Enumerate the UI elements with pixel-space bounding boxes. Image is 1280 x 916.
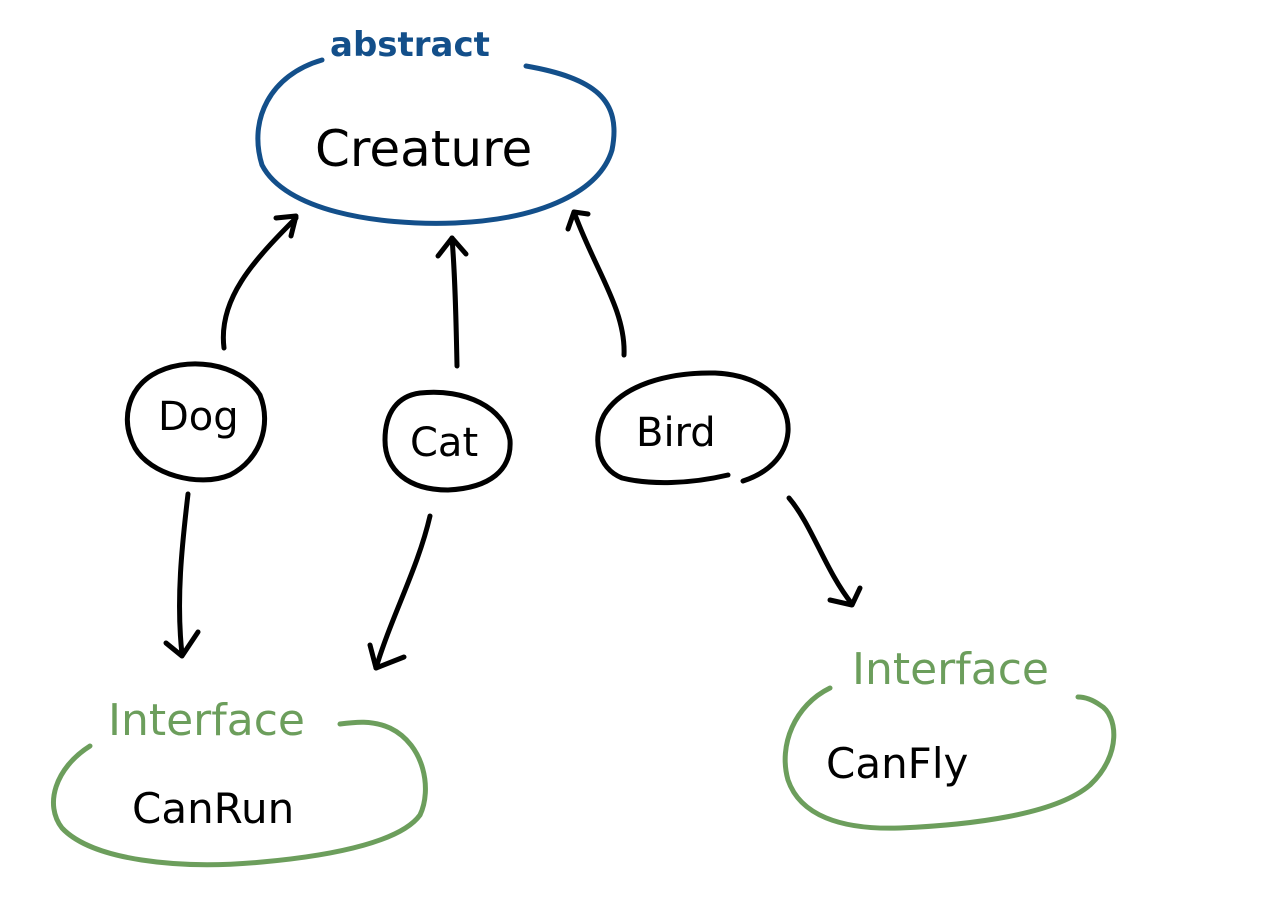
dog-node: Dog — [125, 361, 268, 483]
arrowhead-icon — [163, 629, 201, 659]
dog-label: Dog — [158, 394, 239, 440]
edge-cat-creature-line — [449, 235, 460, 369]
edge-dog-canrun — [163, 491, 201, 659]
edge-bird-creature — [565, 209, 627, 358]
canrun-label: CanRun — [132, 784, 294, 833]
edge-cat-creature — [435, 235, 469, 369]
edge-dog-creature — [220, 213, 299, 351]
edge-dog-creature-line — [220, 215, 299, 351]
bird-outline — [595, 370, 791, 486]
edge-bird-canfly-line — [786, 495, 855, 607]
canrun-interface-tag: Interface — [108, 695, 305, 746]
arrowhead-icon — [435, 235, 469, 259]
creature-label: Creature — [315, 120, 532, 178]
creature-node: abstract Creature — [255, 25, 617, 226]
canfly-label: CanFly — [826, 739, 968, 788]
dog-outline — [125, 361, 268, 483]
edge-dog-canrun-line — [177, 491, 191, 657]
creature-outline — [255, 57, 617, 226]
arrowhead-icon — [565, 209, 591, 232]
bird-node: Bird — [595, 370, 791, 486]
creature-abstract-tag: abstract — [330, 25, 490, 65]
arrowhead-icon — [827, 585, 863, 608]
canfly-interface-tag: Interface — [852, 644, 1049, 695]
cat-outline — [382, 389, 513, 493]
bird-label: Bird — [636, 410, 716, 456]
cat-node: Cat — [382, 389, 513, 493]
edge-cat-canrun — [367, 513, 433, 671]
canrun-node: Interface CanRun — [51, 695, 428, 868]
edge-bird-creature-line — [571, 209, 627, 358]
cat-label: Cat — [410, 420, 478, 466]
edge-cat-canrun-line — [373, 513, 433, 671]
canfly-outline — [782, 685, 1117, 831]
arrowhead-icon — [273, 213, 299, 239]
canfly-node: Interface CanFly — [782, 644, 1117, 831]
arrowhead-icon — [367, 642, 407, 671]
edge-bird-canfly — [786, 495, 863, 608]
canrun-outline — [51, 719, 428, 868]
